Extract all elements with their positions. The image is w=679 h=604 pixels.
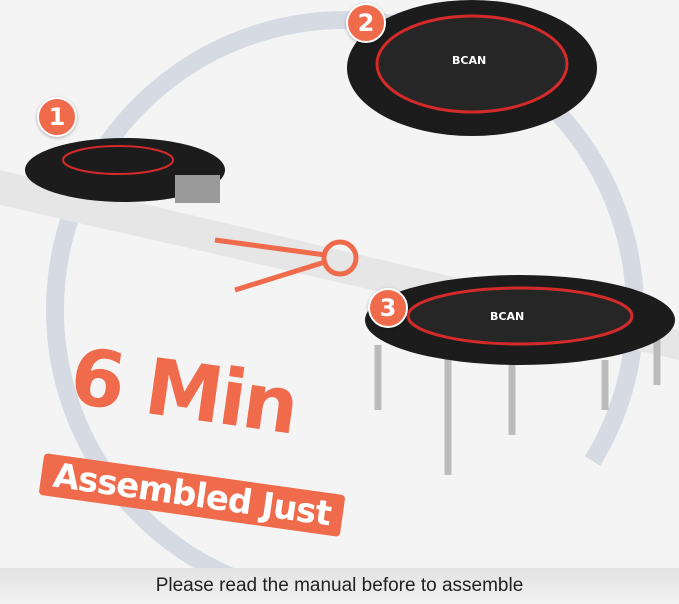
scissors-icon <box>214 237 359 293</box>
step-2-trampoline <box>347 0 597 136</box>
step-badge-2: 2 <box>346 3 386 43</box>
footer-note: Please read the manual before to assembl… <box>0 568 679 604</box>
step-1-folded-trampoline <box>25 138 225 203</box>
brand-logo-2: BCAN <box>452 54 487 67</box>
step-badge-3: 3 <box>368 288 408 328</box>
step-badge-1: 1 <box>37 97 77 137</box>
brand-logo-3: BCAN <box>490 310 525 323</box>
step-3-trampoline <box>365 275 675 475</box>
